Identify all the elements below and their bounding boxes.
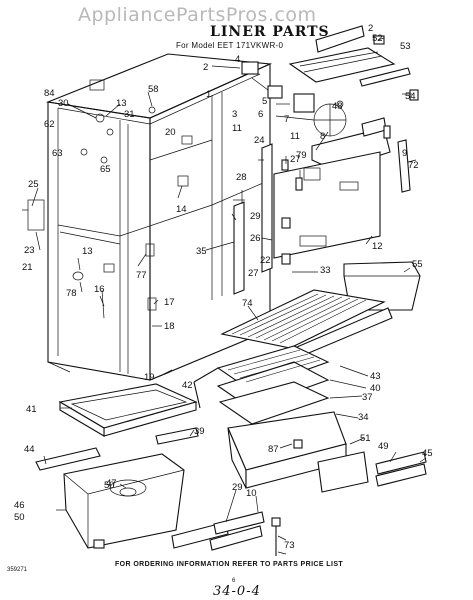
callout-48: 48 bbox=[332, 101, 343, 112]
callout-12: 12 bbox=[372, 241, 383, 252]
callout-53: 53 bbox=[400, 41, 411, 52]
callout-72: 72 bbox=[408, 160, 419, 171]
callout-8: 8 bbox=[320, 131, 325, 142]
callout-73: 73 bbox=[284, 540, 295, 551]
callout-62: 62 bbox=[44, 119, 55, 130]
callout-49: 49 bbox=[378, 441, 389, 452]
callout-1: 1 bbox=[206, 89, 211, 100]
callout-52: 52 bbox=[372, 33, 383, 44]
ordering-note: FOR ORDERING INFORMATION REFER TO PARTS … bbox=[115, 561, 344, 568]
callout-63: 63 bbox=[52, 148, 63, 159]
callout-29: 29 bbox=[232, 482, 243, 493]
callout-47: 47 bbox=[106, 478, 117, 489]
callout-10: 10 bbox=[246, 488, 257, 499]
callout-45: 45 bbox=[422, 448, 433, 459]
watermark: AppliancePartsPros.com bbox=[78, 4, 317, 26]
callout-13: 13 bbox=[116, 98, 127, 109]
liner-cabinet bbox=[22, 53, 273, 381]
middle-shelf bbox=[193, 345, 330, 425]
callout-51: 51 bbox=[360, 433, 371, 444]
callout-87: 87 bbox=[268, 444, 279, 455]
callout-50: 50 bbox=[14, 512, 25, 523]
callout-20: 20 bbox=[165, 127, 176, 138]
evaporator-fan-assembly bbox=[241, 25, 419, 265]
callout-50: 50 bbox=[104, 480, 115, 491]
callout-6: 6 bbox=[258, 109, 263, 120]
callout-13: 13 bbox=[82, 246, 93, 257]
callout-26: 26 bbox=[250, 233, 261, 244]
leader-lines bbox=[31, 37, 427, 555]
callout-2: 2 bbox=[203, 62, 208, 73]
rails-trims bbox=[35, 427, 427, 556]
callout-43: 43 bbox=[370, 371, 381, 382]
callout-2: 2 bbox=[368, 23, 373, 34]
callout-78: 78 bbox=[66, 288, 77, 299]
handwritten-note: 34-0-4 bbox=[213, 584, 261, 599]
diagram-code: 359271 bbox=[7, 567, 28, 573]
callout-39: 39 bbox=[194, 426, 205, 437]
callout-84: 84 bbox=[44, 88, 55, 99]
callout-27: 27 bbox=[248, 268, 259, 279]
callout-31: 31 bbox=[124, 109, 135, 120]
diagram-title: LINER PARTS bbox=[210, 24, 330, 40]
callout-27: 27 bbox=[290, 154, 301, 165]
callout-44: 44 bbox=[24, 444, 35, 455]
callout-77: 77 bbox=[136, 270, 147, 281]
callout-29: 29 bbox=[250, 211, 261, 222]
callout-33: 33 bbox=[320, 265, 331, 276]
callout-22: 22 bbox=[260, 255, 271, 266]
callout-35: 35 bbox=[196, 246, 207, 257]
callout-4: 4 bbox=[235, 54, 240, 65]
callout-3: 3 bbox=[232, 109, 237, 120]
callout-9: 9 bbox=[402, 148, 407, 159]
callout-41: 41 bbox=[26, 404, 37, 415]
callout-23: 23 bbox=[24, 245, 35, 256]
page-number: 6 bbox=[232, 578, 236, 584]
callout-42: 42 bbox=[182, 380, 193, 391]
callout-55: 55 bbox=[412, 259, 423, 270]
left-drawer bbox=[63, 453, 185, 549]
shelf-supports bbox=[233, 143, 273, 295]
callout-18: 18 bbox=[164, 321, 175, 332]
callout-46: 46 bbox=[14, 500, 25, 511]
callout-28: 28 bbox=[236, 172, 247, 183]
model-line: For Model EET 171VKWR-0 bbox=[176, 41, 284, 50]
callout-30: 30 bbox=[58, 98, 69, 109]
callout-14: 14 bbox=[176, 204, 187, 215]
callout-37: 37 bbox=[362, 392, 373, 403]
callout-74: 74 bbox=[242, 298, 253, 309]
callout-17: 17 bbox=[164, 297, 175, 308]
callout-58: 58 bbox=[148, 84, 159, 95]
callout-34: 34 bbox=[358, 412, 369, 423]
callout-54: 54 bbox=[405, 91, 416, 102]
callout-79: 79 bbox=[296, 150, 307, 161]
callout-16: 16 bbox=[94, 284, 105, 295]
callout-21: 21 bbox=[22, 262, 33, 273]
glass-shelf-left bbox=[58, 383, 198, 437]
callout-5: 5 bbox=[262, 96, 267, 107]
callout-40: 40 bbox=[370, 383, 381, 394]
callout-65: 65 bbox=[100, 164, 111, 175]
callout-11: 11 bbox=[232, 123, 242, 134]
callout-24: 24 bbox=[254, 135, 265, 146]
callout-25: 25 bbox=[28, 179, 39, 190]
callout-7: 7 bbox=[284, 114, 289, 125]
callout-11: 11 bbox=[290, 131, 300, 142]
upper-shelf bbox=[220, 289, 393, 361]
callout-19: 19 bbox=[144, 372, 155, 383]
